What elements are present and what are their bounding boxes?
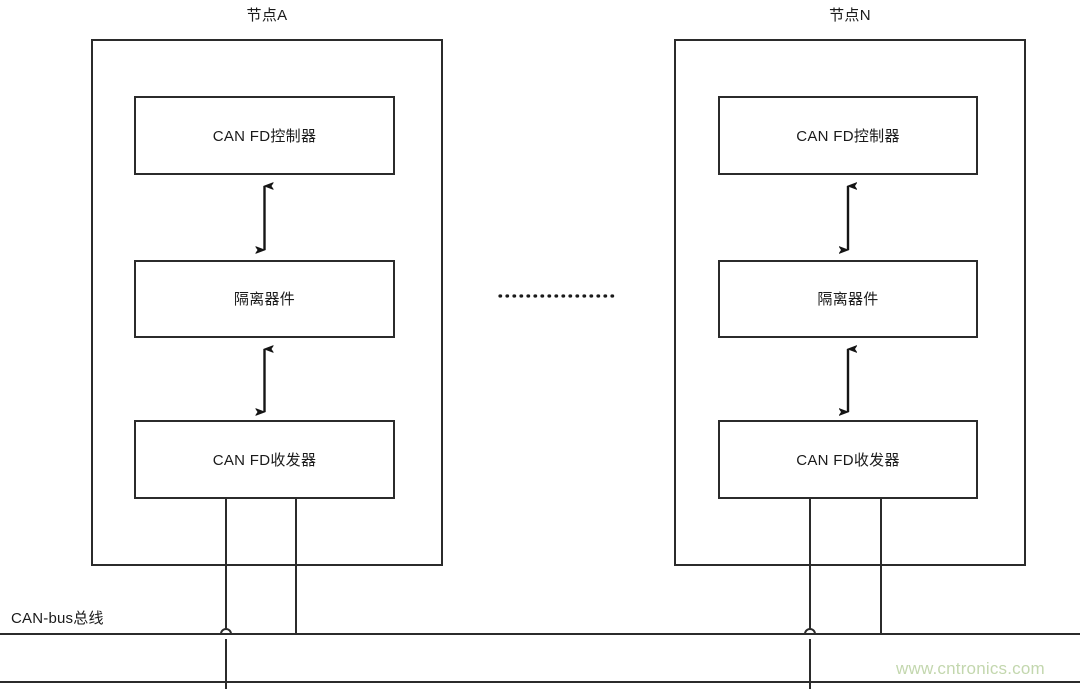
node-n-group xyxy=(674,39,1026,689)
bus-label: CAN-bus总线 xyxy=(11,610,104,627)
node-a-isolator-label: 隔离器件 xyxy=(233,291,296,308)
node-n-transceiver-label: CAN FD收发器 xyxy=(796,452,900,469)
watermark: www.cntronics.com xyxy=(896,659,1045,678)
node-n-title: 节点N xyxy=(829,7,871,24)
node-n-isolator-box xyxy=(718,260,978,338)
node-a-transceiver-box xyxy=(134,420,395,499)
node-a-transceiver-label: CAN FD收发器 xyxy=(212,452,317,469)
node-a-bus-wire-canh-hop xyxy=(220,628,232,635)
node-n-transceiver-box xyxy=(718,420,978,499)
node-a-controller-label: CAN FD控制器 xyxy=(212,128,317,145)
node-a-controller-box xyxy=(134,96,395,175)
node-a-title: 节点A xyxy=(246,7,288,24)
node-n-isolator-label: 隔离器件 xyxy=(817,291,879,308)
node-n-controller-box xyxy=(718,96,978,175)
node-a-isolator-box xyxy=(134,260,395,338)
node-n-bus-wire-canh-hop xyxy=(804,628,816,635)
node-n-controller-label: CAN FD控制器 xyxy=(796,128,900,145)
node-a-outer-box xyxy=(91,39,443,566)
node-n-outer-box xyxy=(674,39,1026,566)
node-a-group xyxy=(91,39,443,689)
